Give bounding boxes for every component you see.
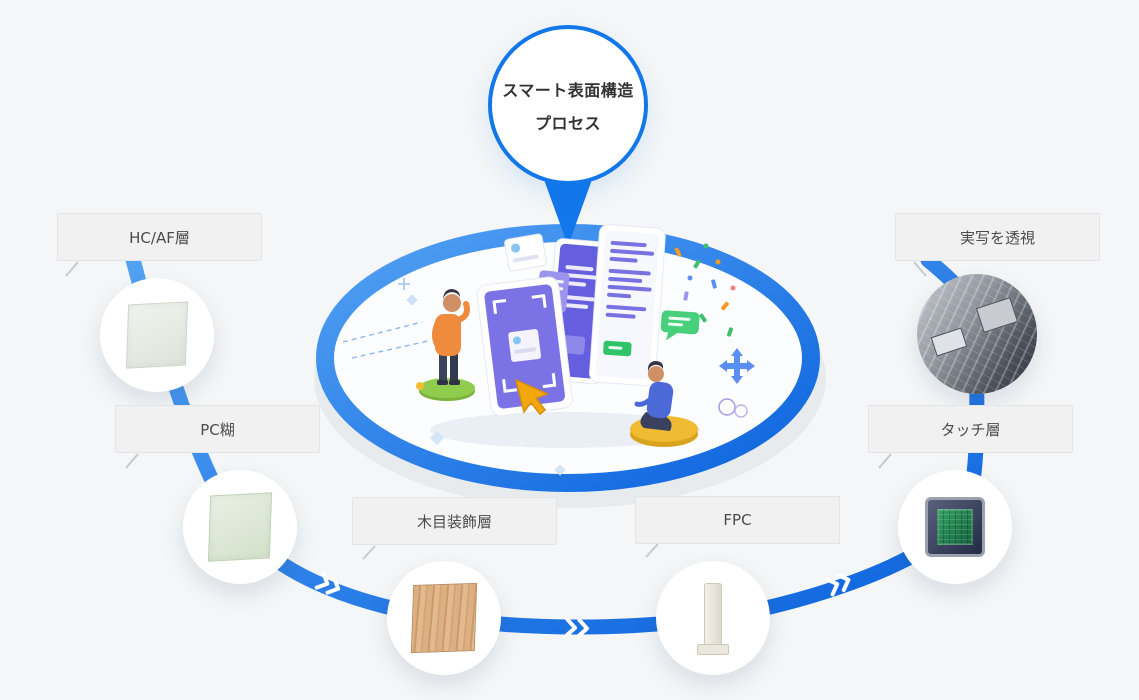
- label-leader-ticks: [65, 261, 927, 560]
- label-fpc: FPC: [635, 496, 840, 544]
- badge-title-line1: スマート表面構造: [502, 80, 634, 100]
- label-wood-layer: 木目装飾層: [352, 497, 557, 545]
- photo-card: [504, 233, 547, 272]
- node-photo-view: [917, 274, 1037, 394]
- double-chevron-right-icon: [564, 617, 589, 639]
- confetti: [674, 243, 736, 337]
- crop-corner-brackets: [492, 294, 557, 393]
- label-photo-view: 実写を透視: [895, 213, 1100, 261]
- person-sitting: [630, 361, 698, 447]
- label-hcaf-layer: HC/AF層: [57, 213, 262, 261]
- node-wood-photo: [387, 561, 501, 675]
- node-pc-glue-photo: [183, 470, 297, 584]
- badge-title-line2: プロセス: [534, 113, 601, 133]
- circuit-xray-image: [917, 274, 1037, 394]
- phone-left: [476, 276, 573, 417]
- wood-grain-image: [410, 582, 478, 654]
- phone-right: [589, 224, 666, 387]
- rings-decor: [718, 398, 748, 418]
- node-hcaf-photo: [100, 278, 214, 392]
- center-illustration: [342, 224, 755, 476]
- chip-die-image: [937, 509, 973, 545]
- fpc-part-base: [697, 644, 729, 655]
- cpu-chip-image: [925, 497, 985, 557]
- label-pc-glue: PC糊: [115, 405, 320, 453]
- label-touch-layer: タッチ層: [868, 405, 1073, 453]
- hand-cursor-icon: [514, 378, 550, 416]
- person-standing: [416, 289, 475, 401]
- circuit-traces: [917, 274, 1037, 394]
- chat-bubble-icon: [660, 310, 700, 341]
- double-chevron-right-icon: [824, 573, 851, 597]
- fpc-part-image: [697, 583, 729, 655]
- flow-chevrons: [314, 571, 851, 639]
- double-chevron-right-icon: [314, 571, 341, 595]
- node-touch-photo: [898, 470, 1012, 584]
- node-fpc-photo: [656, 561, 770, 675]
- dashed-guide-lines: [342, 321, 429, 359]
- scene-shadow: [430, 412, 700, 448]
- process-title-badge: スマート表面構造 プロセス: [488, 25, 648, 185]
- film-sheet-image: [125, 301, 189, 369]
- move-cross-icon: [719, 348, 755, 384]
- sparkle-icon: [398, 278, 410, 290]
- adhesive-film-image: [207, 492, 273, 562]
